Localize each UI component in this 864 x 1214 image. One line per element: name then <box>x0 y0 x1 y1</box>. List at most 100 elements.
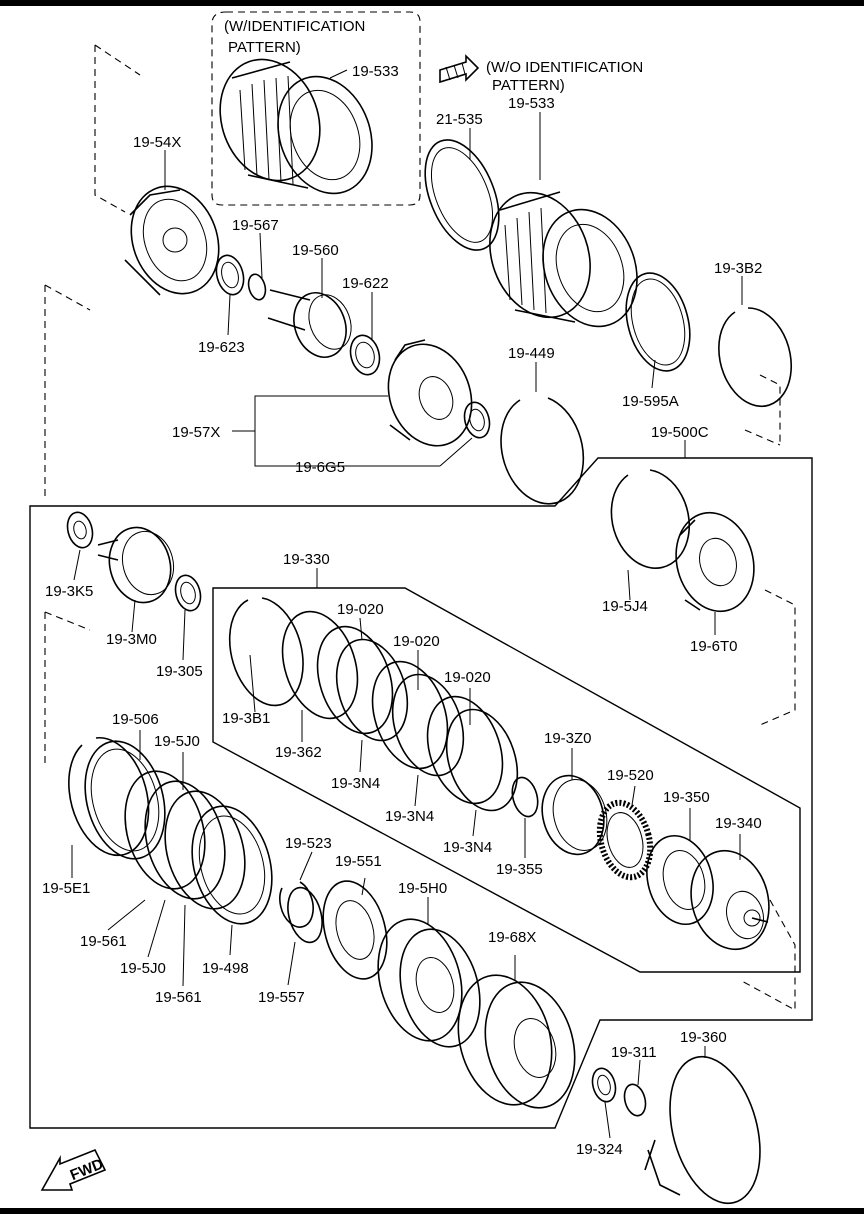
guide-left-lower <box>44 611 91 765</box>
race-19-350 <box>646 834 714 926</box>
arrow-hatching <box>445 62 466 81</box>
ring-19-355 <box>511 776 539 818</box>
snap-ring-19-5e1 <box>68 736 150 857</box>
label-19-330: 19-330 <box>283 551 330 568</box>
label-19-622: 19-622 <box>342 275 389 292</box>
label-19-506: 19-506 <box>112 711 159 728</box>
label-19-623: 19-623 <box>198 339 245 356</box>
label-19-3b1: 19-3B1 <box>222 710 270 727</box>
label-w-ident-2: PATTERN) <box>228 39 301 56</box>
one-way-clutch-19-520 <box>596 799 654 881</box>
washer-19-305 <box>174 574 202 612</box>
plate-19-5j0-a <box>144 780 226 900</box>
label-19-3n4-c: 19-3N4 <box>443 839 492 856</box>
washer-19-6g5 <box>463 401 491 439</box>
ring-19-557 <box>287 886 323 944</box>
label-wo-ident-2: PATTERN) <box>492 77 565 94</box>
hub-19-3m0 <box>97 526 175 604</box>
forward-arrow-icon <box>40 1148 107 1191</box>
piston-19-6t0 <box>675 511 755 613</box>
label-19-360: 19-360 <box>680 1029 727 1046</box>
label-w-ident-1: (W/IDENTIFICATION <box>224 18 365 35</box>
label-19-557: 19-557 <box>258 989 305 1006</box>
band-19-360 <box>644 1055 761 1205</box>
label-19-57x: 19-57X <box>172 424 220 441</box>
label-19-3k5: 19-3K5 <box>45 583 93 600</box>
label-19-362: 19-362 <box>275 744 322 761</box>
label-19-5j0-b: 19-5J0 <box>120 960 166 977</box>
label-19-449: 19-449 <box>508 345 555 362</box>
label-19-551: 19-551 <box>335 853 382 870</box>
guide-left-mid <box>44 284 91 500</box>
plate-19-506-inner <box>90 748 160 852</box>
label-19-340: 19-340 <box>715 815 762 832</box>
label-19-3m0: 19-3M0 <box>106 631 157 648</box>
w-ident-dashed-box <box>211 11 421 206</box>
label-19-324: 19-324 <box>576 1141 623 1158</box>
snap-ring-19-3b2 <box>718 307 793 408</box>
guide-top-left <box>94 44 141 213</box>
label-19-561-a: 19-561 <box>80 933 127 950</box>
label-19-500c: 19-500C <box>651 424 709 441</box>
label-19-54x: 19-54X <box>133 134 181 151</box>
plate-19-506 <box>84 740 166 860</box>
washer-19-311 <box>623 1083 647 1117</box>
leader-lines <box>71 69 743 1139</box>
washer-19-3k5 <box>66 511 94 549</box>
label-fwd: FWD <box>68 1155 106 1184</box>
washer-19-623 <box>215 254 245 296</box>
plate-19-020-c <box>426 695 504 805</box>
label-wo-ident-1: (W/O IDENTIFICATION <box>486 59 643 76</box>
drum-19-68x <box>457 974 576 1109</box>
label-19-3n4-a: 19-3N4 <box>331 775 380 792</box>
bearing-19-622 <box>349 334 381 376</box>
label-19-5h0: 19-5H0 <box>398 880 447 897</box>
plate-19-362 <box>281 610 359 720</box>
label-19-6g5: 19-6G5 <box>295 459 345 476</box>
snap-ring-19-449 <box>500 397 585 505</box>
snap-ring-19-5j4 <box>610 469 691 569</box>
label-19-560: 19-560 <box>292 242 339 259</box>
washer-19-324 <box>591 1067 617 1103</box>
label-19-3n4-b: 19-3N4 <box>385 808 434 825</box>
bracket-57x <box>254 395 440 467</box>
clip-19-523 <box>279 881 314 928</box>
snap-ring-21-535 <box>424 139 500 251</box>
plate-19-498-inner <box>198 815 266 915</box>
label-19-5j4: 19-5J4 <box>602 598 648 615</box>
label-19-5e1: 19-5E1 <box>42 880 90 897</box>
guide-right-lower <box>739 899 796 1011</box>
label-19-68x: 19-68X <box>488 929 536 946</box>
ring-19-567 <box>247 273 267 301</box>
identification-arrow-icon <box>439 54 480 84</box>
planetary-19-54x <box>124 185 220 296</box>
label-19-350: 19-350 <box>663 789 710 806</box>
label-19-533-b: 19-533 <box>508 95 555 112</box>
label-19-561-b: 19-561 <box>155 989 202 1006</box>
clutch-pack-frame <box>212 587 801 973</box>
piston-19-5h0 <box>377 918 481 1048</box>
shaft-19-560 <box>267 289 352 358</box>
label-19-020-c: 19-020 <box>444 669 491 686</box>
label-19-305: 19-305 <box>156 663 203 680</box>
carrier-19-57x <box>387 339 473 447</box>
spring-19-551 <box>322 880 388 980</box>
guide-right-mid <box>759 589 796 726</box>
label-19-3z0: 19-3Z0 <box>544 730 592 747</box>
label-19-595a: 19-595A <box>622 393 679 410</box>
label-19-567: 19-567 <box>232 217 279 234</box>
plate-19-498 <box>191 805 273 925</box>
label-19-311: 19-311 <box>611 1044 657 1061</box>
drum-19-533-with-ident <box>219 58 373 195</box>
label-19-498: 19-498 <box>202 960 249 977</box>
label-19-533-a: 19-533 <box>352 63 399 80</box>
plate-19-561-b <box>164 790 246 910</box>
plate-19-020-b <box>371 660 449 770</box>
plate-19-020-a <box>316 625 394 735</box>
label-19-020-b: 19-020 <box>393 633 440 650</box>
label-19-523: 19-523 <box>285 835 332 852</box>
snap-ring-19-3b1 <box>228 597 304 707</box>
top-border <box>0 0 864 6</box>
guide-right-upper <box>744 374 781 446</box>
